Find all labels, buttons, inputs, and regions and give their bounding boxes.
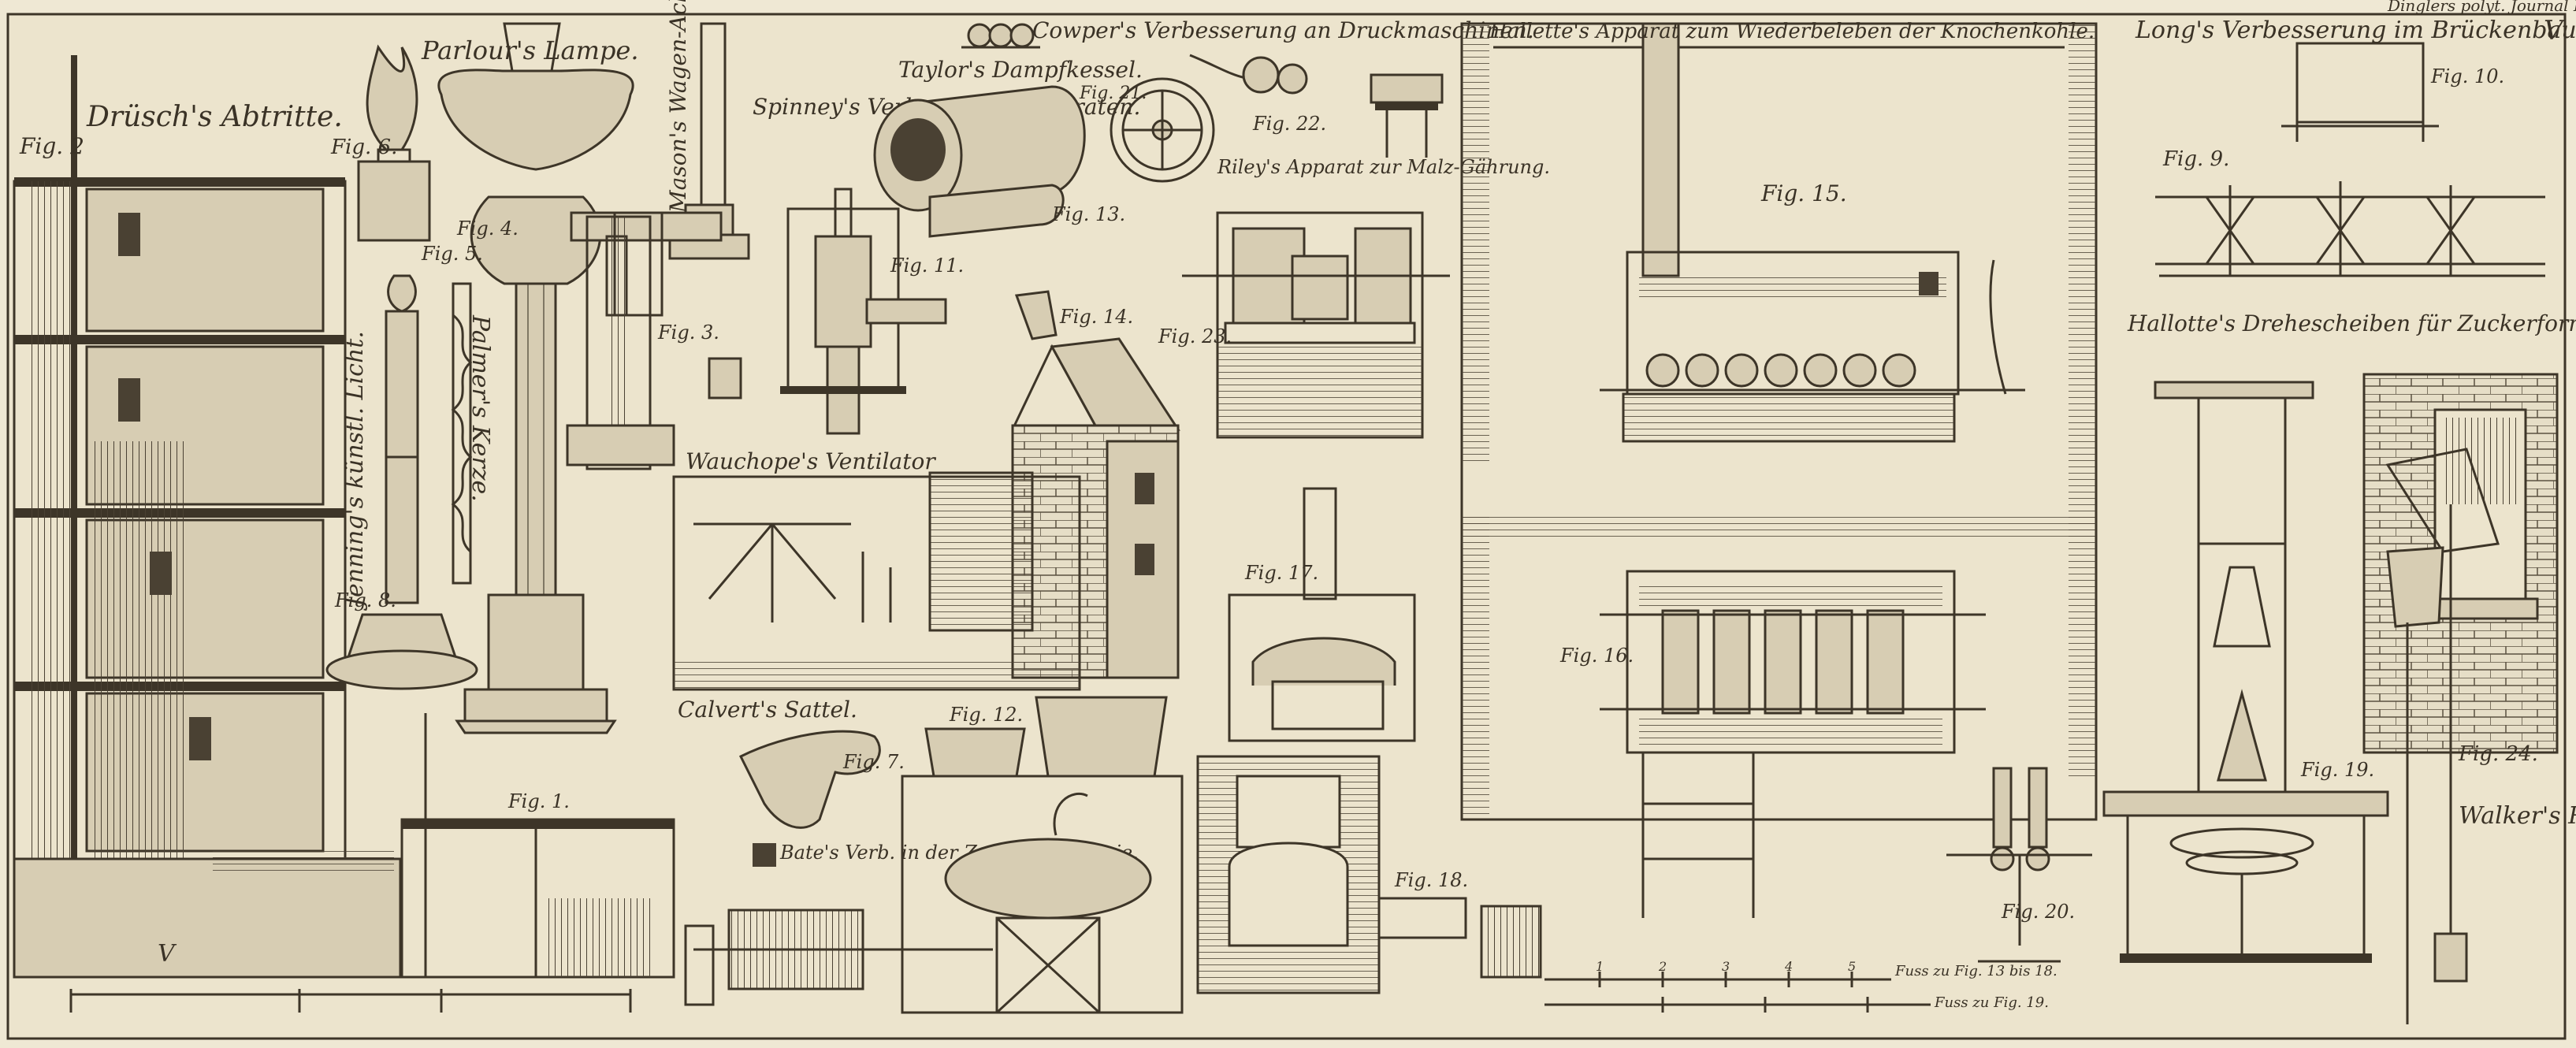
svg-text:V: V xyxy=(158,940,177,968)
riley-title: Riley's Apparat zur Malz-Gährung. xyxy=(1217,156,1550,178)
fig-2-building: V xyxy=(13,55,402,979)
fig-15-label: Fig. 15. xyxy=(1760,180,1847,206)
fig-21-22-cowper xyxy=(961,23,1444,183)
fig-17-label: Fig. 17. xyxy=(1244,562,1318,584)
fig-22-label: Fig. 22. xyxy=(1252,113,1326,135)
fig-14-label: Fig. 14. xyxy=(1059,306,1133,328)
svg-text:5: 5 xyxy=(1848,959,1856,974)
scale-numbers: 1 2 3 4 5 xyxy=(1596,959,1856,974)
fig-23-riley xyxy=(1182,211,1450,439)
fig-21-label: Fig. 21. xyxy=(1079,84,1147,103)
fig-14-ventilator xyxy=(672,471,1081,691)
fig-3-label: Fig. 3. xyxy=(657,321,719,344)
fig-6-label: Fig. 6. xyxy=(330,136,397,159)
fig-3-socket xyxy=(566,215,675,470)
fig-14-house xyxy=(1011,290,1180,679)
parlour-title: Parlour's Lampe. xyxy=(421,35,639,65)
taylor-title: Taylor's Dampfkessel. xyxy=(898,57,1143,83)
fig-12-sugar-pans xyxy=(684,696,1184,1014)
fig-19-turntable xyxy=(2102,381,2389,963)
fig-6-flame xyxy=(357,44,431,242)
svg-text:3: 3 xyxy=(1722,959,1730,974)
walker-title: Walker's Rettungs-Apparat. xyxy=(2459,802,2576,830)
calvert-title: Calvert's Sattel. xyxy=(678,697,857,723)
svg-text:2: 2 xyxy=(1658,959,1667,974)
fig-15-kiln xyxy=(1600,22,2025,443)
fig-11-label: Fig. 11. xyxy=(890,255,964,277)
fig-4-label: Fig. 4. xyxy=(456,217,519,240)
jennings-title: Jenning's künstl. Licht. xyxy=(341,331,369,611)
fig-11-gas-valve xyxy=(780,188,947,435)
fig-1-label: Fig. 1. xyxy=(507,790,570,812)
scale-label-2: Fuss zu Fig. 19. xyxy=(1934,994,2049,1011)
fig-8-jennings-light xyxy=(325,274,478,690)
hallette-turn-title: Hallotte's Drehescheiben für Zuckerforme… xyxy=(2127,310,2576,336)
fig-9-bridge-truss xyxy=(2155,181,2545,277)
fig-7-calvert-saddle xyxy=(738,730,881,867)
mason-title: Mason's Wagen-Achsen. xyxy=(665,0,691,214)
fig-7-label: Fig. 7. xyxy=(842,751,905,773)
fig-13-taylor-boiler xyxy=(873,85,1086,238)
fig-5-palmer-candle xyxy=(451,282,473,585)
fig-18-furnace xyxy=(1196,755,1542,994)
svg-text:1: 1 xyxy=(1596,959,1604,974)
cowper-title: Cowper's Verbesserung an Druckmaschinen. xyxy=(1032,17,1534,43)
scale-bar-left xyxy=(69,989,632,1013)
fig-16-label: Fig. 16. xyxy=(1559,645,1634,667)
fig-2-label: Fig. 2 xyxy=(19,133,84,159)
fig-8-label: Fig. 8. xyxy=(334,589,396,611)
fig-16-wall xyxy=(1462,512,2096,540)
fig-23-label: Fig. 23. xyxy=(1158,325,1232,347)
long-title: Long's Verbesserung im Brückenbau. xyxy=(2135,17,2576,44)
tab-mark: V xyxy=(2544,15,2566,46)
fig-10-bridge-detail xyxy=(2281,42,2439,142)
fig-24-label: Fig. 24. xyxy=(2458,742,2538,766)
scale-bar-bottom xyxy=(1544,972,1931,1013)
scale-label-1: Fuss zu Fig. 13 bis 18. xyxy=(1894,963,2057,979)
svg-text:4: 4 xyxy=(1784,959,1793,974)
fig-1-closet xyxy=(400,713,675,979)
hallette-bone-title: Hallette's Apparat zum Wiederbeleben der… xyxy=(1489,20,2095,43)
drusch-title: Drüsch's Abtritte. xyxy=(86,101,343,133)
fig-9-label: Fig. 9. xyxy=(2162,147,2229,171)
fig-20-device xyxy=(1946,767,2092,963)
fig-4-parlour-lamp xyxy=(437,22,634,734)
fig-24-walker xyxy=(2362,373,2559,1024)
fig-12-label: Fig. 12. xyxy=(949,704,1023,726)
fig-16-furnace-plan xyxy=(1600,570,1986,918)
fig-13-label: Fig. 13. xyxy=(1051,203,1125,225)
fig-20-label: Fig. 20. xyxy=(2001,901,2075,923)
fig-17-furnace xyxy=(1228,487,1416,742)
wauchope-title: Wauchope's Ventilator xyxy=(686,448,936,474)
palmer-title: Palmer's Kerze. xyxy=(467,314,494,502)
corner-note: Dinglers polyt. Journal Bd. XXIII. Tab. … xyxy=(2387,0,2576,15)
fig-18-label: Fig. 18. xyxy=(1394,869,1468,891)
fig-10-label: Fig. 10. xyxy=(2430,65,2504,87)
fig-5-label: Fig. 5. xyxy=(421,243,483,265)
fig-19-label: Fig. 19. xyxy=(2300,759,2374,781)
